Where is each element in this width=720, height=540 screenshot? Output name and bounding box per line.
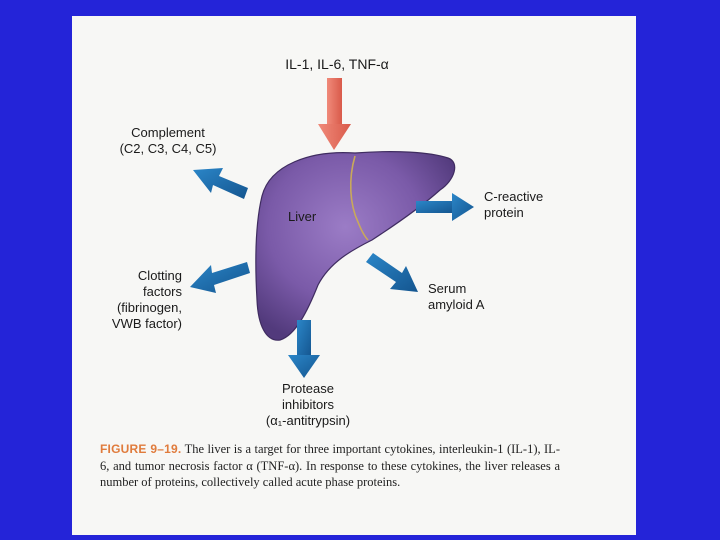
- figure-caption: FIGURE 9–19. The liver is a target for t…: [100, 441, 560, 491]
- cytokine-input-label: IL-1, IL-6, TNF-α: [262, 56, 412, 72]
- protease-inhibitors-label: Protease inhibitors (α₁-antitrypsin): [238, 381, 378, 429]
- clotting-factors-label: Clotting factors (fibrinogen, VWB factor…: [76, 268, 182, 332]
- serum-amyloid-label: Serum amyloid A: [428, 281, 528, 313]
- complement-arrow: [193, 168, 248, 199]
- figure-number: FIGURE 9–19.: [100, 442, 181, 456]
- liver-organ: [256, 152, 455, 341]
- clotting-arrow: [190, 262, 250, 293]
- complement-label: Complement (C2, C3, C4, C5): [110, 125, 226, 157]
- c-reactive-protein-label: C-reactive protein: [484, 189, 584, 221]
- liver-label: Liver: [288, 209, 316, 224]
- serum-arrow: [366, 253, 418, 292]
- cytokine-input-arrow: [318, 78, 351, 150]
